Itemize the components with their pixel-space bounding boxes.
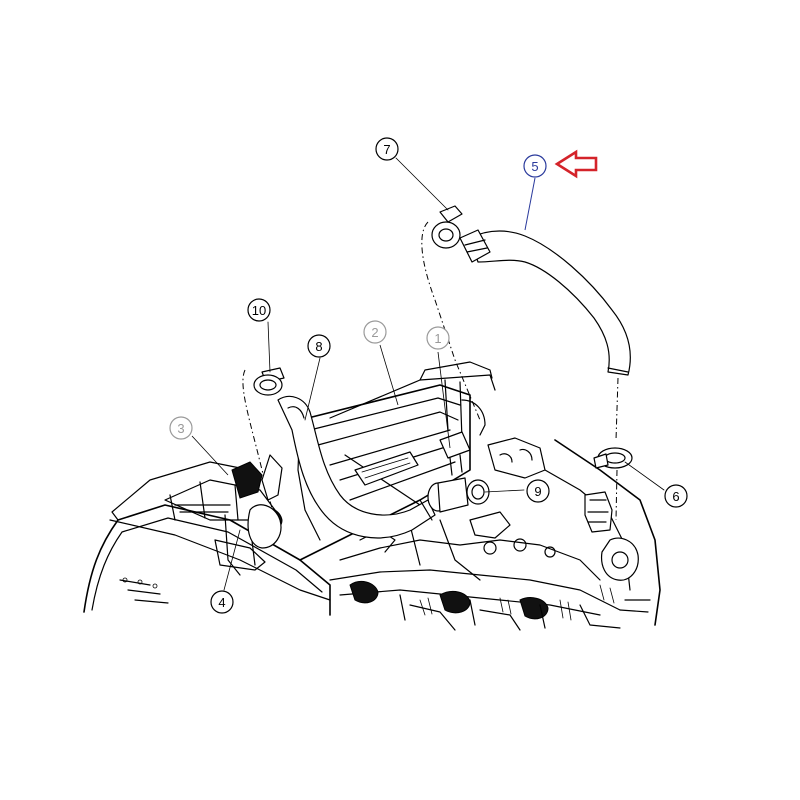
callout-label: 4 [218, 595, 225, 610]
callout-label: 1 [434, 331, 441, 346]
callout-label: 3 [177, 421, 184, 436]
callout-circle [526, 479, 550, 503]
callout-9: 9 [526, 479, 550, 503]
callout-circle [363, 320, 387, 344]
callout-1: 1 [426, 326, 450, 350]
callout-circle [247, 298, 271, 322]
callout-circle [169, 416, 193, 440]
left-arrow-icon [554, 149, 598, 179]
callout-5: 5 [523, 154, 547, 178]
callout-label: 2 [371, 325, 378, 340]
callout-circle [210, 590, 234, 614]
clamp-10 [242, 367, 285, 521]
callout-label: 10 [252, 303, 266, 318]
callout-7: 7 [375, 137, 399, 161]
callout-circle [426, 326, 450, 350]
callout-circle [307, 334, 331, 358]
callout-2: 2 [363, 320, 387, 344]
callout-8: 8 [307, 334, 331, 358]
callout-circle [523, 154, 547, 178]
callout-label: 8 [315, 339, 322, 354]
callout-label: 6 [672, 489, 679, 504]
clamp-7 [421, 205, 481, 421]
callout-label: 5 [531, 159, 538, 174]
radiator-hose-5 [459, 229, 631, 376]
callout-3: 3 [169, 416, 193, 440]
callout-circle [375, 137, 399, 161]
callout-6: 6 [664, 484, 688, 508]
leader-lines [191, 157, 665, 591]
callout-markers: 1 2 3 4 5 6 7 8 9 10 [169, 137, 688, 614]
callout-10: 10 [247, 298, 271, 322]
engine-bay-artwork [83, 361, 661, 631]
callout-circle [664, 484, 688, 508]
callout-label: 9 [534, 484, 541, 499]
callout-label: 7 [383, 142, 390, 157]
callout-4: 4 [210, 590, 234, 614]
hose-9 [427, 477, 490, 513]
radiator-hose-8 [277, 395, 436, 539]
clamp-6 [593, 377, 633, 521]
hose-4 [247, 454, 283, 549]
